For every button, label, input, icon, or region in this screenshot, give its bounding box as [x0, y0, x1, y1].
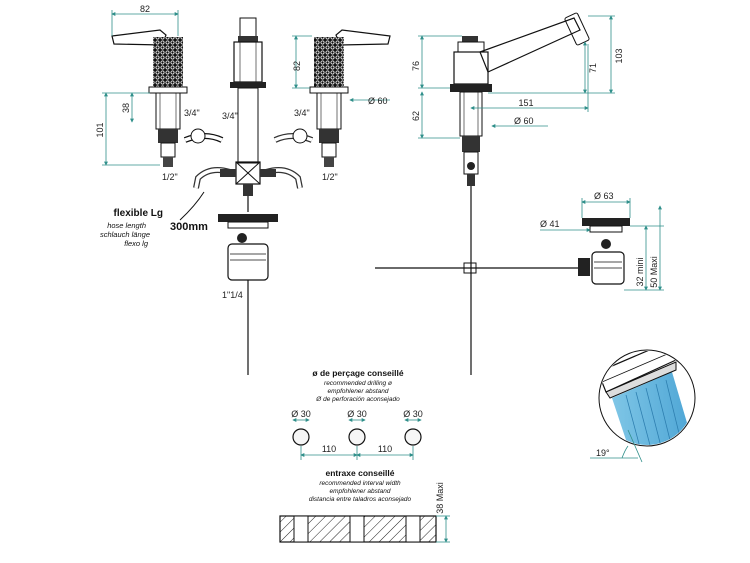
drilling-title: ø de perçage conseillé — [312, 368, 403, 378]
right-valve — [273, 29, 391, 167]
dim-thread-right: 3/4" — [294, 108, 310, 118]
dim-front-total-height: 101 — [95, 122, 105, 137]
side-view — [418, 12, 615, 375]
drilling-line-3: Ø de perforación aconsejado — [315, 396, 400, 403]
dim-outlet-right: 1/2" — [322, 172, 338, 182]
dim-spacing-1: 110 — [322, 444, 336, 454]
dim-flange-diameter: Ø 60 — [368, 96, 388, 106]
spray-detail — [590, 349, 696, 463]
interval-line-3: distancia entre taladros aconsejado — [309, 496, 412, 503]
hose-line-2: schlauch länge — [100, 230, 150, 239]
interval-title: entraxe conseillé — [326, 468, 395, 478]
dim-side-top-height: 76 — [411, 61, 421, 71]
dim-thread-center: 3/4" — [222, 111, 238, 121]
dim-side-flange-diameter: Ø 60 — [514, 116, 534, 126]
hose-title: flexible Lg — [114, 208, 163, 219]
dim-thread-left: 3/4" — [184, 108, 200, 118]
interval-line-2: empfohlener abstand — [329, 488, 390, 495]
dim-waste-cap-diameter: Ø 63 — [594, 191, 614, 201]
front-waste — [218, 214, 278, 375]
dim-max-thickness: 38 Maxi — [435, 482, 445, 514]
front-view — [102, 10, 391, 375]
dim-waste-thread: 1"1/4 — [222, 290, 243, 300]
dim-spout-drop: 71 — [588, 63, 598, 73]
drilling-holes — [292, 418, 422, 460]
dimension-labels: 82 82 38 101 3/4" 3/4" 3/4" 1/2" 1/2" Ø … — [95, 4, 659, 514]
dim-handle-height: 82 — [292, 61, 302, 71]
drilling-line-1: recommended drilling ø — [324, 380, 392, 387]
interval-note: entraxe conseillé recommended interval w… — [309, 468, 412, 503]
dim-outlet-left: 1/2" — [162, 172, 178, 182]
left-valve — [111, 29, 224, 167]
interval-line-1: recommended interval width — [319, 480, 401, 487]
dim-waste-body-diameter: Ø 41 — [540, 219, 560, 229]
dim-side-lower-height: 62 — [411, 111, 421, 121]
dim-spacing-2: 110 — [378, 444, 392, 454]
countertop-section — [279, 515, 450, 543]
dim-spout-height: 103 — [614, 48, 624, 63]
dim-front-body-height: 38 — [121, 103, 131, 113]
dim-hole-diameter-2: Ø 30 — [347, 409, 367, 419]
dim-spout-reach: 151 — [518, 98, 533, 108]
dim-hole-diameter-3: Ø 30 — [403, 409, 423, 419]
dim-spray-angle: 19° — [596, 448, 610, 458]
hose-note: flexible Lg hose length schlauch länge f… — [100, 191, 208, 248]
dim-hole-diameter-1: Ø 30 — [291, 409, 311, 419]
dim-waste-min: 32 mini — [635, 257, 645, 286]
drilling-note: ø de perçage conseillé recommended drill… — [312, 368, 403, 403]
hose-line-1: hose length — [107, 221, 146, 230]
dim-waste-max: 50 Maxi — [649, 256, 659, 288]
side-waste — [375, 198, 664, 291]
drilling-line-2: empfohlener abstand — [327, 388, 388, 395]
front-dimension-lines — [102, 10, 390, 166]
center-spout — [193, 17, 303, 212]
hose-line-3: flexo lg — [124, 239, 149, 248]
hose-length: 300mm — [170, 221, 208, 233]
dim-front-handle-width: 82 — [140, 4, 150, 14]
